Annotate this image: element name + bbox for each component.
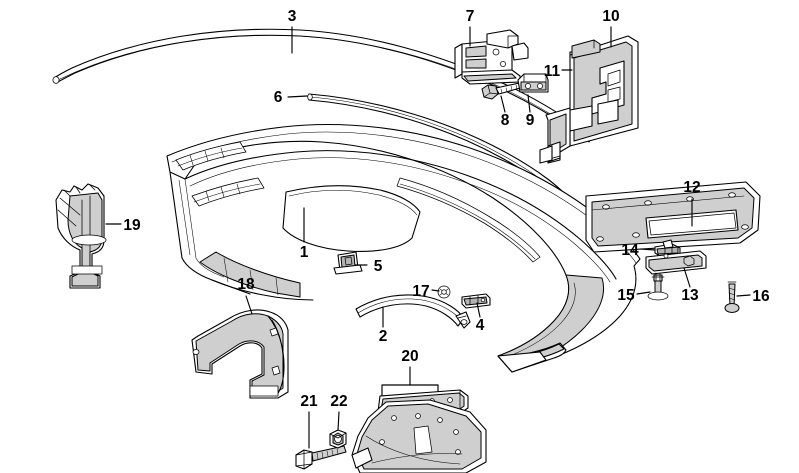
- callout-label-5: 5: [374, 258, 383, 275]
- callout-label-1: 1: [300, 244, 309, 261]
- part-19-bumper-mount-bracket: [55, 183, 107, 289]
- callout-21: 21: [300, 393, 318, 449]
- callout-layer: 1 2 3 4 5 6 7 8: [105, 8, 770, 449]
- callout-6: 6: [274, 89, 308, 106]
- callout-label-4: 4: [476, 317, 485, 334]
- callout-9: 9: [526, 94, 535, 129]
- bumper-vent-upper: [175, 141, 247, 171]
- part-3-upper-sealing-strip: [52, 28, 593, 143]
- callout-label-15: 15: [617, 287, 635, 304]
- callout-label-6: 6: [274, 89, 283, 106]
- callout-label-22: 22: [330, 393, 347, 410]
- callout-11: 11: [544, 63, 573, 80]
- callout-label-11: 11: [544, 63, 561, 80]
- part-18-wheel-arch-closing-piece: [191, 309, 289, 399]
- callout-5: 5: [354, 258, 383, 275]
- callout-8: 8: [500, 95, 510, 129]
- part-4-molding-retaining-clip: [461, 293, 491, 309]
- callout-22: 22: [330, 393, 348, 431]
- callout-label-12: 12: [683, 179, 700, 196]
- part-20-impact-absorber-assembly: [351, 384, 487, 473]
- bumper-right-rib: [396, 177, 541, 263]
- part-12-rear-closing-panel: [585, 181, 761, 253]
- callout-7: 7: [466, 8, 475, 47]
- part-7-guide-bracket: [454, 29, 529, 85]
- part-15-expanding-rivet: [647, 272, 669, 301]
- callout-2: 2: [379, 306, 388, 345]
- callout-14: 14: [621, 242, 656, 259]
- part-9-cage-nut: [517, 73, 549, 93]
- part-13-cover-plate: [645, 250, 707, 275]
- part-2-lower-molding: [355, 294, 471, 329]
- callout-17: 17: [412, 283, 440, 300]
- callout-12: 12: [683, 179, 701, 227]
- callout-16: 16: [736, 288, 770, 305]
- part-16-self-tapping-screw: [724, 281, 740, 313]
- callout-label-14: 14: [621, 242, 639, 259]
- callout-1: 1: [300, 207, 309, 261]
- callout-label-10: 10: [602, 8, 619, 25]
- callout-label-18: 18: [237, 276, 255, 293]
- callout-label-8: 8: [501, 112, 510, 129]
- part-22-hex-nut: [329, 429, 347, 449]
- bumper-center-pad: [282, 185, 421, 252]
- callout-label-7: 7: [466, 8, 475, 25]
- callout-label-17: 17: [412, 283, 429, 300]
- callout-label-20: 20: [401, 348, 418, 365]
- callout-label-19: 19: [123, 217, 141, 234]
- callout-4: 4: [476, 302, 485, 334]
- part-17-push-in-nut: [437, 285, 451, 299]
- part-5-panel-clip: [333, 251, 363, 275]
- callout-19: 19: [105, 217, 141, 234]
- part-21-hex-bolt: [295, 445, 347, 470]
- callout-label-21: 21: [300, 393, 318, 410]
- callout-10: 10: [602, 8, 620, 48]
- part-10-side-support-bracket: [539, 35, 639, 164]
- callout-15: 15: [617, 287, 651, 304]
- callout-label-3: 3: [288, 8, 297, 25]
- callout-3: 3: [288, 8, 297, 54]
- part-1-rear-bumper-body: [166, 123, 641, 373]
- callout-13: 13: [681, 267, 699, 304]
- bumper-vent-lower: [191, 177, 265, 207]
- callout-label-13: 13: [681, 287, 699, 304]
- callout-label-2: 2: [379, 328, 388, 345]
- callout-label-9: 9: [526, 112, 535, 129]
- callout-18: 18: [237, 276, 255, 315]
- callout-label-16: 16: [752, 288, 770, 305]
- callout-20: 20: [401, 348, 419, 386]
